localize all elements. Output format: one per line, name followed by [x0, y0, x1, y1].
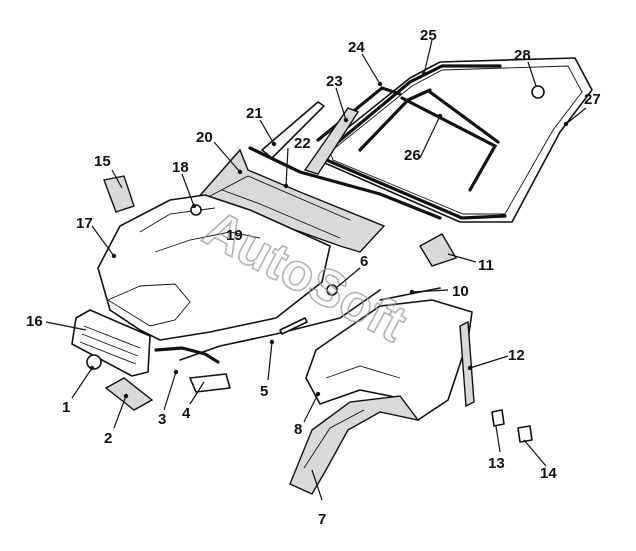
wiper-bracket: [261, 101, 325, 159]
callout-25: 25: [420, 27, 437, 44]
callout-18: 18: [172, 159, 189, 176]
latch-bracket: [104, 377, 154, 411]
fender-mounting-bracket: [419, 233, 458, 267]
callout-12: 12: [508, 347, 525, 364]
windshield-molding: [358, 88, 500, 192]
callout-labels: 1 2 3 4 5 6 7 8 10 11 12 13 14 15 16 17 …: [26, 27, 601, 528]
callout-17: 17: [76, 215, 93, 232]
callout-23: 23: [326, 73, 343, 90]
callout-1: 1: [62, 399, 70, 416]
callout-19: 19: [226, 227, 243, 244]
clip-14: [517, 425, 533, 443]
callout-5: 5: [260, 383, 268, 400]
hood-stay-rod: [379, 287, 441, 301]
callout-15: 15: [94, 153, 111, 170]
callout-13: 13: [488, 455, 505, 472]
callout-6: 6: [360, 253, 368, 270]
clip: [189, 373, 231, 393]
callout-27: 27: [584, 91, 601, 108]
callout-4: 4: [182, 405, 191, 422]
side-trim: [303, 107, 360, 175]
emblem: [86, 354, 102, 370]
callout-16: 16: [26, 313, 43, 330]
callout-24: 24: [348, 39, 365, 56]
gas-strut: [279, 317, 308, 335]
fender-seal-strip: [459, 320, 475, 408]
callout-3: 3: [158, 411, 166, 428]
radiator-grille: [71, 309, 151, 377]
callout-2: 2: [104, 430, 112, 447]
callout-20: 20: [196, 129, 213, 146]
leader-lines: [45, 39, 587, 501]
callout-8: 8: [294, 421, 302, 438]
front-fender: [305, 299, 473, 421]
callout-14: 14: [540, 465, 557, 482]
lower-trim-strip: [248, 146, 442, 220]
windshield-glass: [317, 57, 593, 223]
clip-13: [491, 409, 505, 427]
fixing-clip: [531, 85, 545, 99]
hood-seal: [154, 346, 220, 364]
callout-11: 11: [478, 257, 494, 274]
callout-28: 28: [514, 47, 531, 64]
leader-dots: [89, 71, 569, 399]
callout-22: 22: [294, 135, 311, 152]
hood-release-cable: [179, 289, 381, 361]
callout-21: 21: [246, 105, 263, 122]
hinge-bracket: [103, 175, 135, 213]
callout-26: 26: [404, 147, 421, 164]
wheel-arch-liner: [289, 395, 420, 495]
callout-7: 7: [318, 511, 326, 528]
callout-10: 10: [452, 283, 469, 300]
grommet: [326, 284, 338, 296]
